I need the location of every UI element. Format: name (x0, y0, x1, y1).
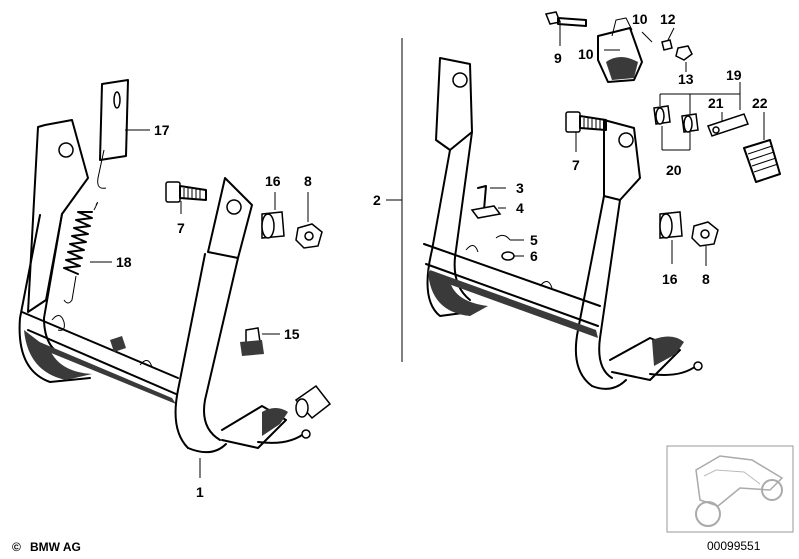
callout-22: 22 (752, 95, 768, 111)
cap-15 (240, 327, 264, 356)
bolt-9 (544, 11, 587, 27)
callout-2: 2 (373, 192, 381, 208)
callout-6: 6 (530, 248, 538, 264)
bushing-16-right (659, 211, 683, 239)
callout-15: 15 (284, 326, 300, 342)
callout-3: 3 (516, 180, 524, 196)
callout-20: 20 (666, 162, 682, 178)
callout-10-side: 10 (578, 46, 594, 62)
callout-18: 18 (116, 254, 132, 270)
center-stand-right-assembly (423, 57, 703, 390)
callout-8-left: 8 (304, 173, 312, 189)
lever-21 (707, 113, 749, 137)
callout-7-right: 7 (572, 157, 580, 173)
image-number: 00099551 (707, 539, 761, 553)
sleeve-20b (681, 113, 699, 133)
callout-16-left: 16 (265, 173, 281, 189)
callout-16-right: 16 (662, 271, 678, 287)
callout-9: 9 (554, 50, 562, 66)
callout-5: 5 (530, 232, 538, 248)
callout-7-left: 7 (177, 220, 185, 236)
sleeve-20a (653, 105, 671, 125)
callout-12: 12 (660, 11, 676, 27)
bracket-4 (470, 205, 502, 219)
callout-10-top: 10 (632, 11, 648, 27)
washer-12 (661, 39, 673, 51)
callout-1: 1 (196, 484, 204, 500)
motorcycle-thumbnail-icon (666, 445, 794, 533)
bumper-10 (597, 17, 643, 83)
bushing-16-left (261, 211, 285, 239)
nut-8-left (295, 223, 323, 249)
callout-19: 19 (726, 67, 742, 83)
copyright-text: BMW AG (30, 540, 81, 554)
nut-8-right (691, 221, 719, 247)
callout-8-right: 8 (702, 271, 710, 287)
bolt-7-right (565, 111, 607, 133)
rubber-sleeve-left (294, 384, 332, 420)
rubber-grip-22 (743, 139, 781, 183)
callout-17: 17 (154, 122, 170, 138)
callout-4: 4 (516, 200, 524, 216)
callout-13: 13 (678, 71, 694, 87)
small-bolt-3 (477, 185, 487, 211)
washer-6 (501, 251, 515, 261)
nut-13 (675, 45, 693, 61)
copyright-symbol: © (12, 540, 21, 554)
callout-21: 21 (708, 95, 724, 111)
bolt-7-left (165, 181, 207, 203)
clip-5 (495, 234, 511, 241)
bracket-plate-17 (97, 79, 129, 189)
spring-18 (63, 201, 99, 304)
center-stand-left-assembly (18, 119, 311, 454)
